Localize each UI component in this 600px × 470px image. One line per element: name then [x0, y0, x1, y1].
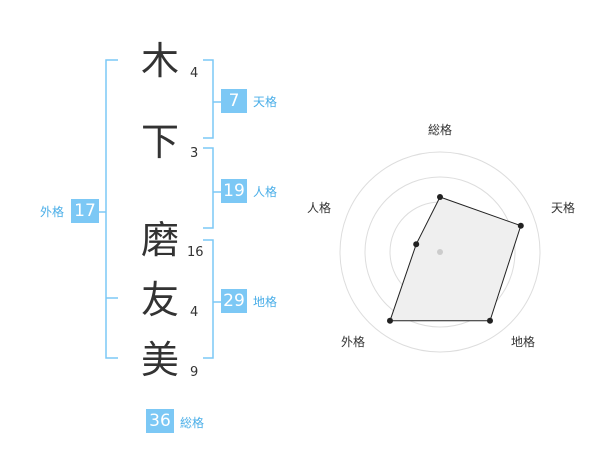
name-char-3: 磨: [140, 218, 179, 262]
tenkaku-bracket: [203, 59, 221, 139]
radar-label-bottom-right: 地格: [511, 334, 535, 349]
radar-point-5: [413, 241, 420, 248]
radar-label-right: 天格: [551, 200, 575, 215]
tenkaku-badge: 7: [221, 89, 247, 113]
radar-label-bottom-left: 外格: [341, 334, 365, 349]
radar-label-top: 総格: [428, 122, 452, 137]
radar-label-left: 人格: [307, 200, 331, 215]
radar-chart: 総格 天格 地格 外格 人格: [307, 122, 575, 353]
chikaku-label: 地格: [253, 295, 278, 309]
radar-point-2: [517, 222, 524, 229]
radar-score-polygon: [389, 196, 522, 322]
radar-points: [387, 194, 524, 324]
jinkaku-badge: 19: [221, 179, 247, 203]
name-char-5: 美: [140, 338, 179, 382]
radar-point-1: [437, 194, 443, 200]
radar-point-3: [487, 317, 493, 324]
gaikaku-bracket: [96, 59, 118, 359]
jinkaku-label: 人格: [253, 185, 278, 199]
radar-center-dot: [437, 249, 443, 255]
radar-ring-1: [339, 151, 541, 353]
stroke-count-2: 3: [190, 146, 199, 161]
radar-ring-2: [364, 176, 516, 328]
name-char-4: 友: [140, 278, 179, 322]
stroke-count-4: 4: [190, 305, 199, 320]
chikaku-badge: 29: [221, 289, 247, 313]
jinkaku-bracket: [203, 147, 221, 229]
gaikaku-label: 外格: [40, 205, 65, 219]
soukaku-label: 総格: [180, 416, 205, 430]
soukaku-badge: 36: [146, 409, 174, 433]
name-char-1: 木: [140, 39, 179, 83]
radar-point-4: [387, 317, 393, 324]
chikaku-bracket: [203, 239, 221, 359]
tenkaku-label: 天格: [253, 95, 278, 109]
stroke-count-5: 9: [190, 365, 199, 380]
stroke-count-1: 4: [190, 66, 199, 81]
name-char-2: 下: [140, 120, 179, 164]
gaikaku-badge: 17: [71, 199, 99, 223]
stroke-count-3: 16: [187, 245, 204, 260]
